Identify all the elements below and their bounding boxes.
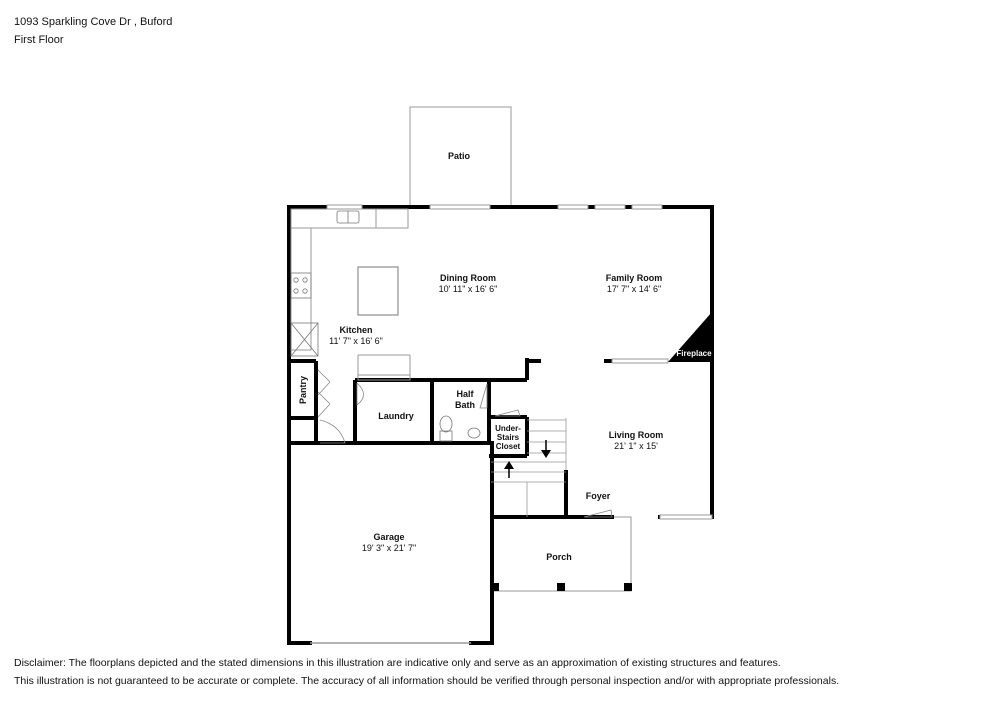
fireplace: Fireplace: [668, 312, 712, 362]
closet-label-3: Closet: [496, 442, 521, 451]
porch-post: [557, 583, 565, 591]
kitchen-label: Kitchen: [339, 325, 372, 335]
stairs-up-arrow-icon: [504, 461, 514, 478]
kitchen-counters: [290, 208, 411, 381]
closet-label-1: Under-: [495, 424, 521, 433]
laundry-label: Laundry: [378, 411, 414, 421]
bath-sink-icon: [467, 427, 481, 439]
garage-dims: 19' 3" x 21' 7": [362, 543, 416, 553]
half-bath-label-1: Half: [456, 389, 474, 399]
porch-post: [491, 583, 499, 591]
kitchen-dims: 11' 7" x 16' 6": [329, 336, 383, 346]
toilet-icon: [439, 415, 453, 442]
dining-room-label: Dining Room: [440, 273, 496, 283]
patio-label: Patio: [448, 151, 471, 161]
property-address: 1093 Sparkling Cove Dr , Buford: [14, 16, 173, 28]
family-room-label: Family Room: [606, 273, 663, 283]
closet-label-2: Stairs: [497, 433, 520, 442]
dining-room-dims: 10' 11" x 16' 6": [439, 284, 498, 294]
garage-label: Garage: [373, 532, 404, 542]
windows: [326, 204, 713, 520]
porch-label: Porch: [546, 552, 572, 562]
interior-walls: [289, 358, 612, 517]
stove-icon: [290, 272, 312, 299]
living-room-dims: 21' 1" x 15': [614, 441, 658, 451]
disclaimer-line-1: Disclaimer: The floorplans depicted and …: [14, 657, 781, 669]
stairs-down-arrow-icon: [541, 440, 551, 458]
doors: [317, 369, 613, 518]
porch-post: [624, 583, 632, 591]
living-room-label: Living Room: [609, 430, 664, 440]
disclaimer-line-2: This illustration is not guaranteed to b…: [14, 675, 840, 687]
refrigerator-icon: [290, 322, 319, 357]
window: [611, 358, 669, 364]
foyer-label: Foyer: [586, 491, 611, 501]
svg-text:Fireplace: Fireplace: [676, 349, 712, 358]
pantry-label: Pantry: [298, 376, 308, 404]
sink-icon: [336, 210, 360, 224]
kitchen-island: [357, 266, 399, 316]
family-room-dims: 17' 7" x 14' 6": [607, 284, 661, 294]
half-bath-label-2: Bath: [455, 400, 475, 410]
stairs: [491, 418, 567, 517]
floor-label: First Floor: [14, 34, 64, 46]
